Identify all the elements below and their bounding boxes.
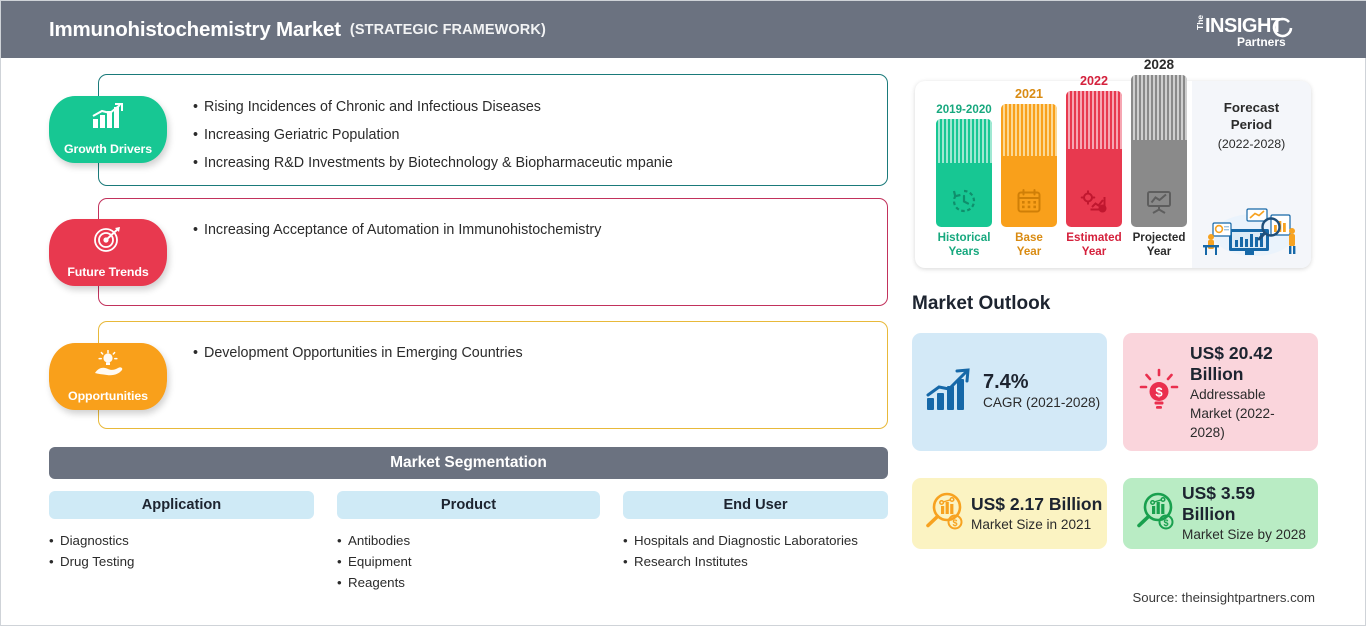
forecast-bar-year: 2021 [1014,87,1044,101]
segmentation-column-end-user: End User •Hospitals and Diagnostic Labor… [623,491,888,572]
forecast-panel-period: (2022-2028) [1217,137,1286,151]
page-header: Immunohistochemistry Market (STRATEGIC F… [1,1,1366,58]
forecast-bar-year: 2028 [1143,57,1175,72]
growth-drivers-badge[interactable]: Growth Drivers [49,96,167,163]
outlook-card-label: Market Size by 2028 [1182,527,1306,542]
opportunities-box [98,321,888,429]
forecast-bar-year: 2019-2020 [936,103,992,116]
list-item: •Development Opportunities in Emerging C… [193,345,523,361]
lightbulb-in-hand-icon [91,349,125,382]
list-item: •Diagnostics [49,533,129,548]
page-subtitle: (STRATEGIC FRAMEWORK) [349,21,546,38]
list-item: •Increasing Acceptance of Automation in … [193,222,602,238]
segmentation-header: End User [623,491,888,519]
list-item: •Equipment [337,554,412,569]
future-trends-box [98,198,888,306]
forecast-period-panel: Forecast Period (2022-2028) [1192,81,1311,268]
market-segmentation-title: Market Segmentation [49,447,888,479]
outlook-card-value: 7.4% [983,371,1029,393]
growth-drivers-list: •Rising Incidences of Chronic and Infect… [193,93,673,177]
forecast-bar-estimated: 2022 Est [1063,74,1125,258]
list-item: •Research Institutes [623,554,748,569]
svg-text:The: The [1195,15,1205,30]
segmentation-column-product: Product •Antibodies •Equipment •Reagents [337,491,600,593]
growth-drivers-label: Growth Drivers [63,142,153,156]
outlook-card-market-size-2021[interactable]: $ US$ 2.17 Billion Market Size in 2021 [912,478,1107,549]
list-item: •Increasing R&D Investments by Biotechno… [193,155,673,171]
outlook-card-label: Addressable Market (2022-2028) [1190,386,1275,440]
future-trends-badge[interactable]: Future Trends [49,219,167,286]
svg-text:INSIGHT: INSIGHT [1205,15,1283,37]
svg-text:$: $ [1163,518,1168,528]
growth-bar-chart-icon [925,367,975,417]
magnifier-chart-dollar-icon: $ [922,489,966,538]
list-item: •Rising Incidences of Chronic and Infect… [193,99,541,115]
outlook-card-value: US$ 20.42 Billion [1190,342,1273,384]
target-dartboard-icon [92,226,124,258]
svg-text:$: $ [952,518,957,528]
clock-history-icon [951,188,977,219]
list-item: •Reagents [337,575,405,590]
outlook-card-value: US$ 2.17 Billion [971,493,1103,514]
future-trends-label: Future Trends [67,265,149,279]
list-item: •Antibodies [337,533,411,548]
market-outlook-title: Market Outlook [912,293,1051,314]
outlook-card-market-size-2028[interactable]: $ US$ 3.59 Billion Market Size by 2028 [1123,478,1318,549]
growth-drivers-box [98,74,888,186]
list-item: •Increasing Geriatric Population [193,127,400,143]
opportunities-label: Opportunities [68,389,148,403]
forecast-bar-year: 2022 [1079,74,1109,88]
analytics-dashboard-illustration [1199,195,1305,262]
segmentation-header: Application [49,491,314,519]
forecast-bar-base: 2021 [998,87,1060,258]
opportunities-list: •Development Opportunities in Emerging C… [193,339,523,367]
svg-text:Partners: Partners [1237,35,1286,49]
page-title: Immunohistochemistry Market [49,17,341,41]
segmentation-header: Product [337,491,600,519]
outlook-card-addressable-market[interactable]: $ US$ 20.42 Billion Addressable Market (… [1123,333,1318,451]
outlook-card-label: Market Size in 2021 [971,516,1092,532]
lightbulb-dollar-icon: $ [1136,367,1182,418]
future-trends-list: •Increasing Acceptance of Automation in … [193,216,601,244]
outlook-card-cagr[interactable]: 7.4% CAGR (2021-2028) [912,333,1107,451]
opportunities-badge[interactable]: Opportunities [49,343,167,410]
magnifier-chart-dollar-icon: $ [1133,489,1177,538]
list-item: •Hospitals and Diagnostic Laboratories [623,533,858,548]
segmentation-column-application: Application •Diagnostics •Drug Testing [49,491,314,572]
outlook-card-label: CAGR (2021-2028) [983,395,1101,410]
forecast-panel-title-1: Forecast [1223,100,1280,115]
list-item: •Drug Testing [49,554,135,569]
gear-graph-icon [1080,190,1108,219]
outlook-card-value: US$ 3.59 Billion [1182,483,1255,524]
bar-chart-arrow-up-icon [91,103,125,135]
source-attribution: Source: theinsightpartners.com [1132,590,1315,605]
presentation-chart-icon [1146,189,1173,219]
calendar-icon [1016,188,1042,219]
forecast-panel-title-2: Period [1230,117,1273,132]
insight-partners-logo: The INSIGHT Partners [1191,10,1309,50]
svg-text:$: $ [1155,384,1163,399]
